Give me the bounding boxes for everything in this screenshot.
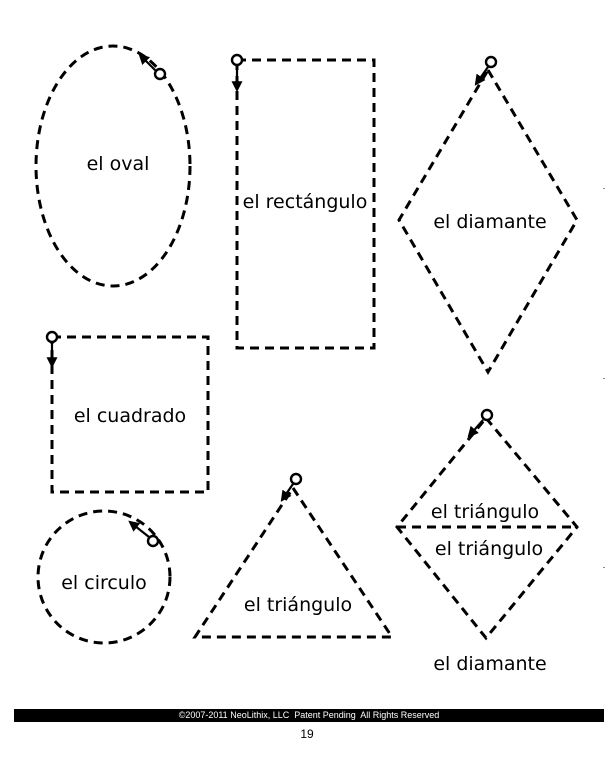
diamond-top-label: el diamante <box>433 211 546 233</box>
diamond-upper-triangle-label: el triángulo <box>431 501 539 523</box>
circle-shape: el circulo <box>36 509 172 645</box>
margin-mark <box>603 188 605 189</box>
square-shape: el cuadrado <box>45 330 210 494</box>
oval-shape: el oval <box>34 44 192 288</box>
triangle-shape: el triángulo <box>192 472 395 639</box>
diamond-bottom-label: el diamante <box>433 653 546 675</box>
margin-mark <box>603 378 605 379</box>
margin-mark <box>603 567 605 568</box>
footer-bar <box>14 709 604 722</box>
circle-label: el circulo <box>61 572 147 594</box>
rectangle-shape: el rectángulo <box>230 53 376 350</box>
diamond-lower-triangle-label: el triángulo <box>435 538 543 560</box>
diamond-shape-top: el diamante <box>397 55 579 375</box>
rectangle-label: el rectángulo <box>243 191 368 213</box>
square-label: el cuadrado <box>74 405 186 427</box>
diamond-shape-bottom: el triángulo el triángulo el diamante <box>395 408 579 675</box>
triangle-label: el triángulo <box>244 594 352 616</box>
page-number: 19 <box>300 727 314 741</box>
oval-label: el oval <box>87 153 150 175</box>
copyright-notice: ©2007-2011 NeoLithix, LLC Patent Pending… <box>178 710 440 720</box>
